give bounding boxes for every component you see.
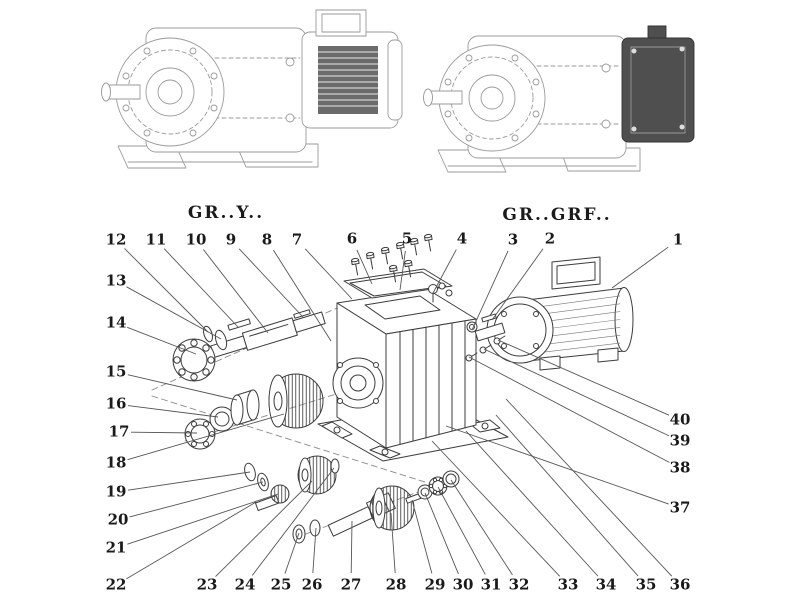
part-number-39: 39: [669, 431, 691, 450]
leader-line-23: [215, 480, 313, 577]
part-number-7: 7: [291, 230, 303, 249]
part-number-11: 11: [145, 230, 167, 249]
part-number-8: 8: [261, 230, 273, 249]
cover-bolts-drawing: [350, 233, 453, 303]
part-number-18: 18: [105, 453, 127, 472]
part-number-2: 2: [544, 229, 556, 248]
leader-line-11: [163, 248, 239, 328]
leader-line-36: [505, 398, 673, 577]
leader-line-30: [424, 492, 459, 575]
gear-housing-drawing: [317, 288, 509, 462]
part-number-27: 27: [340, 575, 362, 594]
leader-line-38: [468, 356, 670, 463]
leader-line-19: [127, 471, 251, 491]
leader-line-16: [127, 405, 219, 418]
leader-line-35: [495, 414, 639, 577]
part-number-33: 33: [557, 575, 579, 594]
leader-line-14: [127, 326, 197, 355]
output-shaft-assembly-drawing: [292, 470, 460, 544]
leader-line-33: [431, 440, 561, 577]
part-number-9: 9: [225, 230, 237, 249]
leader-line-28: [390, 512, 396, 574]
part-number-23: 23: [196, 575, 218, 594]
input-shaft-assembly-drawing: [203, 309, 326, 358]
part-number-35: 35: [635, 575, 657, 594]
leader-line-37: [445, 425, 669, 505]
leader-line-13: [126, 286, 222, 340]
leader-line-17: [130, 431, 198, 434]
leader-line-40: [497, 339, 670, 416]
leader-line-26: [312, 527, 317, 574]
leader-line-32: [450, 479, 513, 576]
part-number-5: 5: [401, 229, 413, 248]
part-number-28: 28: [385, 575, 407, 594]
leader-line-39: [483, 348, 670, 437]
part-number-31: 31: [480, 575, 502, 594]
leader-line-24: [251, 467, 335, 576]
part-number-6: 6: [346, 229, 358, 248]
part-number-1: 1: [672, 230, 684, 249]
leader-line-4: [432, 249, 457, 294]
part-number-29: 29: [424, 575, 446, 594]
leader-line-18: [127, 413, 285, 461]
part-number-17: 17: [108, 422, 130, 441]
part-number-19: 19: [105, 482, 127, 501]
housing-cover-drawing: [343, 268, 453, 299]
assembled-unit-gr-grf-drawing: [423, 25, 695, 173]
leader-line-31: [437, 486, 486, 575]
part-number-20: 20: [107, 510, 129, 529]
part-number-30: 30: [452, 575, 474, 594]
leader-line-3: [471, 250, 509, 331]
leader-line-1: [611, 246, 669, 289]
leader-line-22: [126, 501, 257, 580]
variant-label-gr-y: GR..Y..: [187, 203, 265, 223]
part-number-34: 34: [595, 575, 617, 594]
leader-line-7: [304, 248, 353, 300]
part-number-21: 21: [105, 538, 127, 557]
part-number-25: 25: [270, 575, 292, 594]
leader-line-9: [238, 248, 304, 318]
part-number-16: 16: [105, 394, 127, 413]
part-number-22: 22: [105, 575, 127, 594]
motor-drawing: [301, 9, 403, 129]
part-number-24: 24: [234, 575, 256, 594]
leader-line-15: [127, 374, 238, 401]
leader-line-29: [411, 499, 433, 574]
exploded-motor-drawing: [474, 256, 634, 371]
part-number-14: 14: [105, 313, 127, 332]
part-number-15: 15: [105, 362, 127, 381]
part-number-10: 10: [185, 230, 207, 249]
part-number-4: 4: [456, 229, 468, 248]
leader-line-12: [124, 248, 209, 333]
flange-cover-drawing: [621, 25, 695, 143]
leader-line-21: [127, 493, 279, 545]
part-number-40: 40: [669, 410, 691, 429]
part-number-13: 13: [105, 271, 127, 290]
part-number-3: 3: [507, 230, 519, 249]
leader-line-8: [273, 249, 332, 342]
part-number-38: 38: [669, 458, 691, 477]
leader-line-10: [202, 249, 269, 334]
leader-line-6: [356, 249, 373, 285]
leader-line-2: [491, 248, 544, 321]
leader-line-34: [465, 430, 599, 577]
part-number-37: 37: [669, 498, 691, 517]
variant-label-gr-grf: GR..GRF..: [502, 205, 612, 225]
leader-line-20: [129, 481, 264, 518]
part-number-12: 12: [105, 230, 127, 249]
leader-line-25: [284, 532, 300, 574]
leader-line-27: [350, 520, 353, 574]
part-number-36: 36: [669, 575, 691, 594]
leader-line-5: [399, 250, 406, 291]
part-number-26: 26: [301, 575, 323, 594]
assembled-unit-gr-y-drawing: [101, 9, 403, 169]
part-number-32: 32: [508, 575, 530, 594]
